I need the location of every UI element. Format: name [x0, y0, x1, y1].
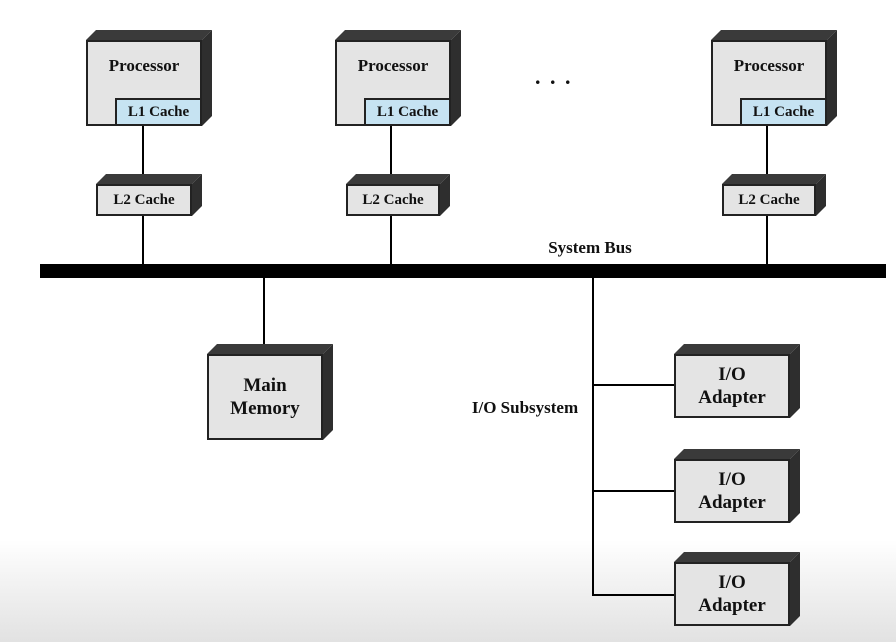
l1-cache: L1 Cache: [115, 98, 200, 124]
l2-cache-front: L2 Cache: [96, 184, 192, 216]
io-adapter-3-connector: [592, 594, 674, 596]
io-adapter-front: I/O Adapter: [674, 562, 790, 626]
box-side-face: [790, 552, 800, 626]
processor-3: Processor L1 Cache: [711, 30, 837, 126]
processor-label: Processor: [733, 56, 805, 75]
io-adapter-1: I/O Adapter: [674, 344, 800, 418]
l2-1-bus-connector: [142, 216, 144, 264]
system-bus: [40, 264, 886, 278]
processor-label: Processor: [357, 56, 429, 75]
system-bus-label: System Bus: [548, 238, 632, 257]
processor-2: Processor L1 Cache: [335, 30, 461, 126]
io-adapter-2-connector: [592, 490, 674, 492]
processor-label: Processor: [108, 56, 180, 75]
box-side-face: [323, 344, 333, 440]
box-top-face: [86, 30, 212, 40]
box-top-face: [674, 344, 800, 354]
processor-front: Processor L1 Cache: [86, 40, 202, 126]
l2-cache-front: L2 Cache: [722, 184, 816, 216]
box-top-face: [711, 30, 837, 40]
box-side-face: [202, 30, 212, 126]
l2-cache-2: L2 Cache: [346, 174, 450, 216]
l2-cache-label: L2 Cache: [738, 191, 800, 208]
io-subsystem-label: I/O Subsystem: [471, 398, 579, 417]
processor-front: Processor L1 Cache: [711, 40, 827, 126]
l2-cache-front: L2 Cache: [346, 184, 440, 216]
io-adapter-front: I/O Adapter: [674, 459, 790, 523]
box-side-face: [816, 174, 826, 216]
l2-3-bus-connector: [766, 216, 768, 264]
box-side-face: [790, 344, 800, 418]
processor-1: Processor L1 Cache: [86, 30, 212, 126]
box-top-face: [207, 344, 333, 354]
io-adapter-2: I/O Adapter: [674, 449, 800, 523]
io-adapter-3: I/O Adapter: [674, 552, 800, 626]
io-adapter-front: I/O Adapter: [674, 354, 790, 418]
l2-cache-3: L2 Cache: [722, 174, 826, 216]
box-top-face: [674, 552, 800, 562]
memory-bus-connector: [263, 278, 265, 344]
box-side-face: [790, 449, 800, 523]
main-memory-front: Main Memory: [207, 354, 323, 440]
processor-2-l2-connector: [390, 126, 392, 174]
io-adapter-label: I/O Adapter: [698, 364, 766, 408]
box-side-face: [440, 174, 450, 216]
io-adapter-label: I/O Adapter: [698, 572, 766, 616]
box-top-face: [722, 174, 826, 184]
box-side-face: [827, 30, 837, 126]
l2-cache-label: L2 Cache: [362, 191, 424, 208]
io-subsystem-trunk: [592, 278, 594, 596]
l2-cache-label: L2 Cache: [113, 191, 175, 208]
box-top-face: [346, 174, 450, 184]
main-memory: Main Memory: [207, 344, 333, 440]
l1-cache: L1 Cache: [740, 98, 825, 124]
l2-2-bus-connector: [390, 216, 392, 264]
main-memory-label: Main Memory: [230, 375, 300, 419]
io-adapter-1-connector: [592, 384, 674, 386]
l2-cache-1: L2 Cache: [96, 174, 202, 216]
processor-front: Processor L1 Cache: [335, 40, 451, 126]
processor-1-l2-connector: [142, 126, 144, 174]
l1-cache: L1 Cache: [364, 98, 449, 124]
box-top-face: [674, 449, 800, 459]
box-top-face: [335, 30, 461, 40]
ellipsis: . . .: [535, 64, 573, 89]
box-side-face: [451, 30, 461, 126]
box-top-face: [96, 174, 202, 184]
io-adapter-label: I/O Adapter: [698, 469, 766, 513]
box-side-face: [192, 174, 202, 216]
processor-3-l2-connector: [766, 126, 768, 174]
